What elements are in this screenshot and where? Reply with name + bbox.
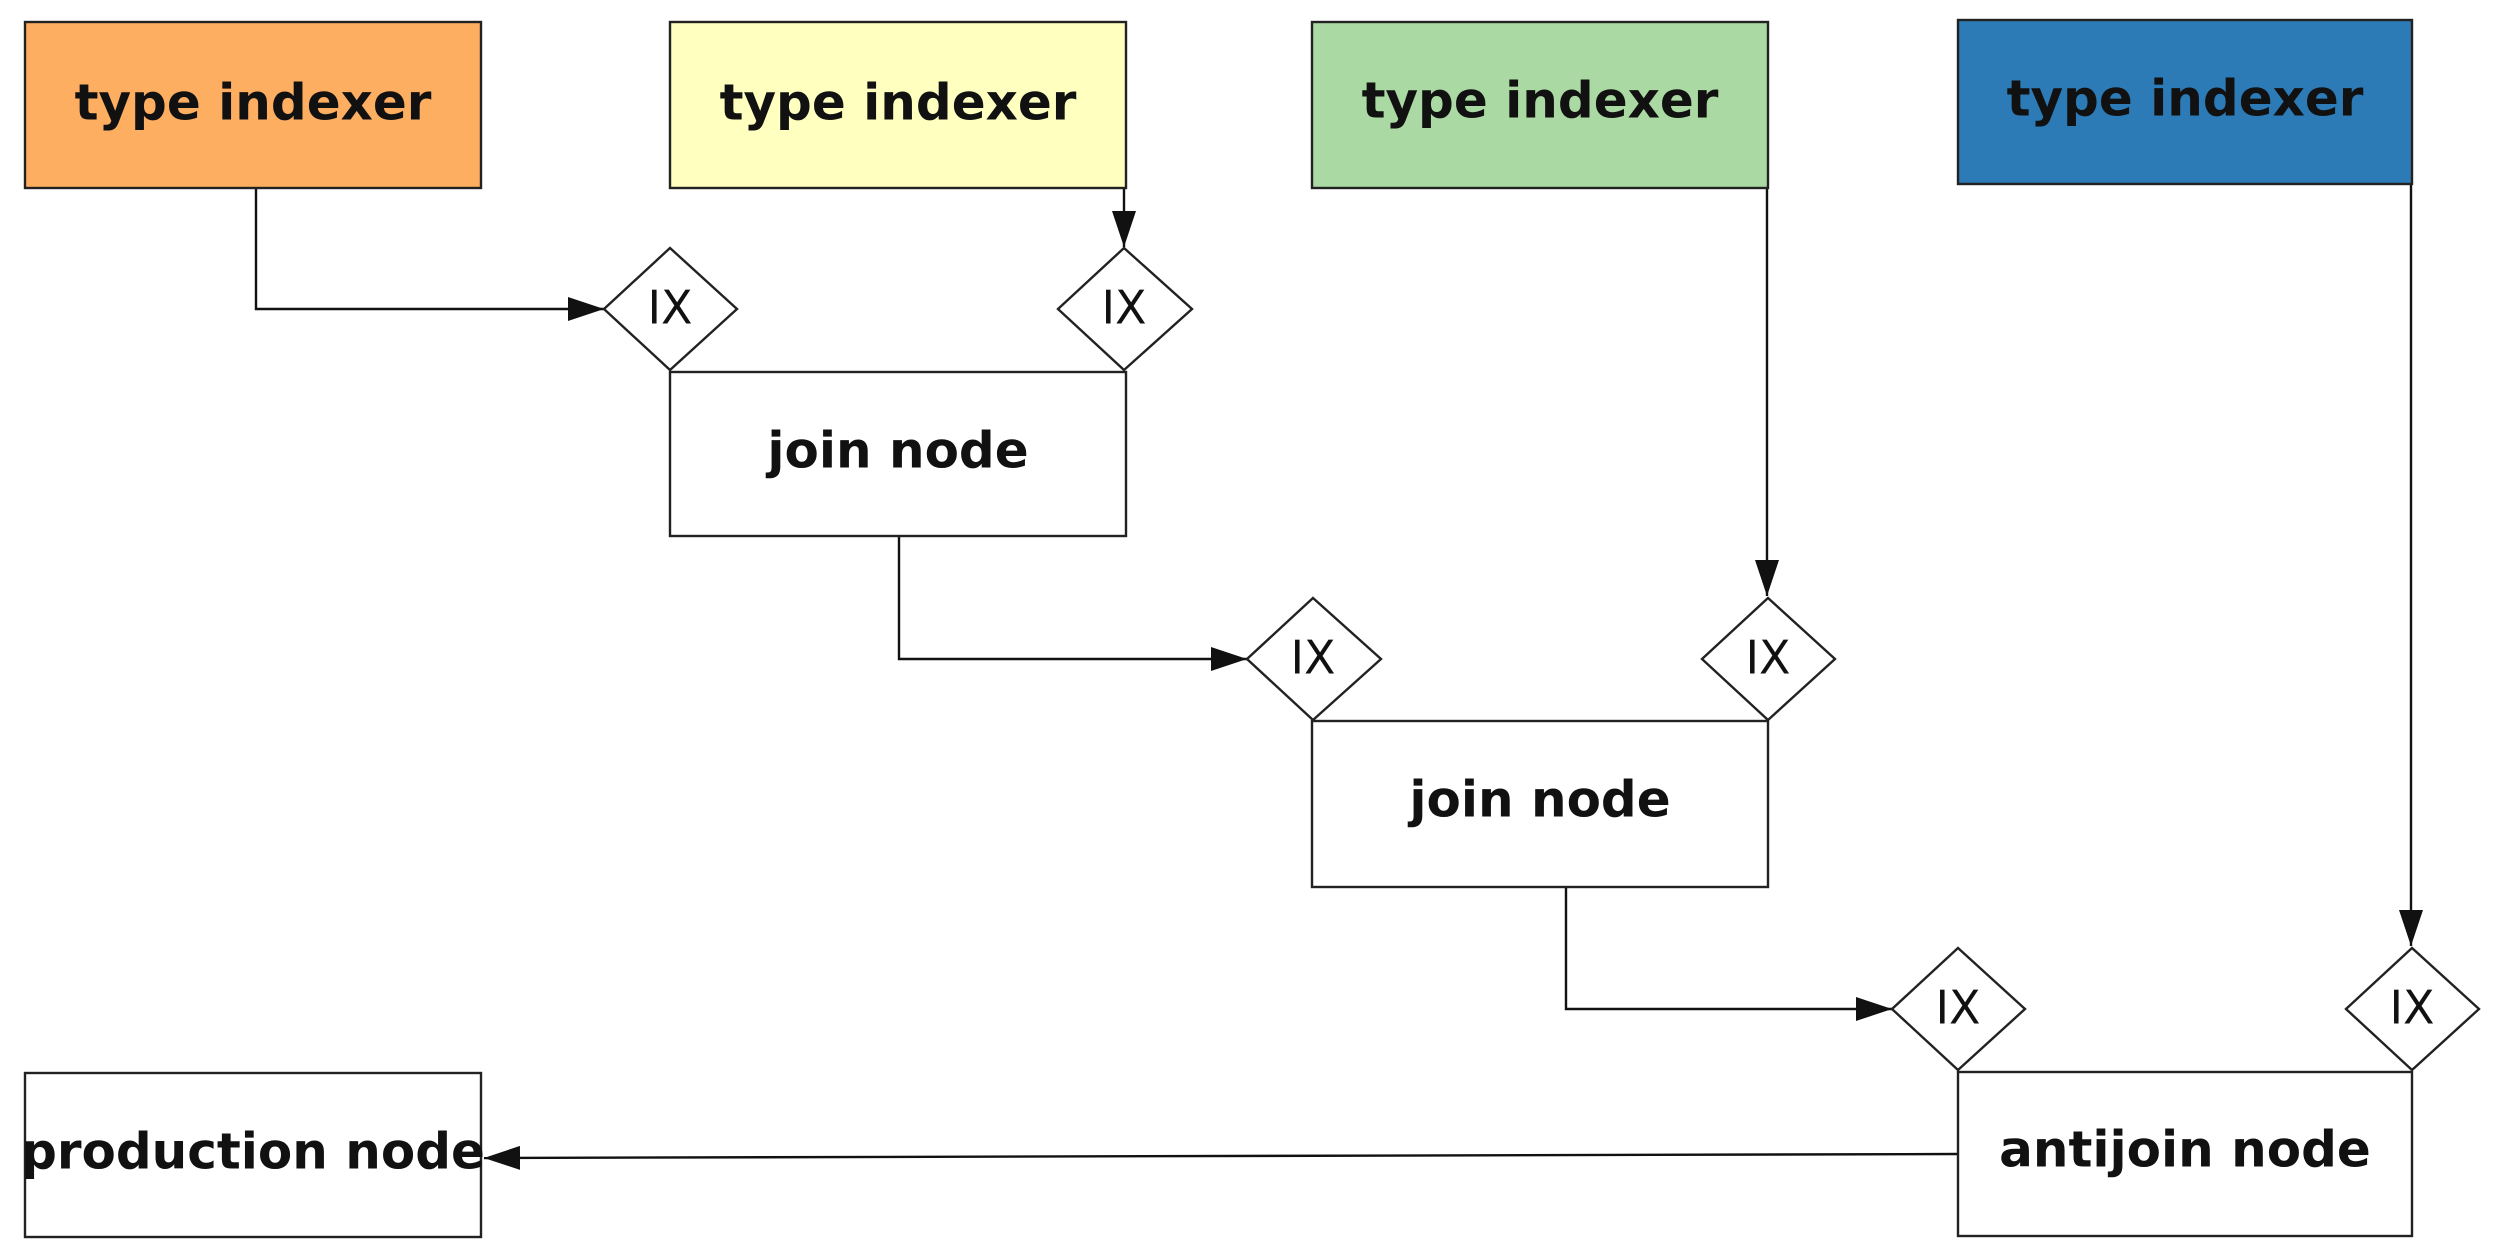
edge-antijoin-to-production xyxy=(483,1145,1961,1170)
join-node-box xyxy=(668,370,1128,538)
ix-antijoin-right: IX xyxy=(2344,946,2481,1072)
ix-label: IX xyxy=(2389,981,2434,1035)
antijoin-node[interactable]: antijoin node xyxy=(1956,1070,2414,1238)
indexer-box xyxy=(1310,20,1770,190)
ix-diamond xyxy=(1056,246,1194,372)
type-indexer-orange[interactable]: type indexer xyxy=(23,20,483,190)
ix-label: IX xyxy=(1101,281,1146,335)
antijoin-node-label: antijoin node xyxy=(1999,1121,2371,1179)
ix-label: IX xyxy=(1935,981,1980,1035)
ix-diamond xyxy=(2344,946,2481,1072)
ix-diamond xyxy=(602,246,739,372)
join-node-label: join node xyxy=(765,422,1028,480)
indexer-label: type indexer xyxy=(75,74,432,132)
ix-label: IX xyxy=(1290,631,1335,685)
type-indexer-green[interactable]: type indexer xyxy=(1310,20,1770,190)
edges xyxy=(254,185,2423,1170)
type-indexer-blue[interactable]: type indexer xyxy=(1956,18,2414,186)
indexer-label: type indexer xyxy=(2007,70,2364,128)
production-node[interactable]: production node xyxy=(21,1071,485,1239)
indexer-box xyxy=(23,20,483,190)
indexer-box xyxy=(1956,18,2414,186)
production-node-label: production node xyxy=(21,1123,485,1181)
join-node-box xyxy=(1310,719,1770,889)
ix-join1-left: IX xyxy=(602,246,739,372)
ix-diamond xyxy=(1245,596,1383,722)
edge-join2-to-antijoin-left xyxy=(1564,887,1892,1021)
ix-join2-left: IX xyxy=(1245,596,1383,722)
ix-diamond xyxy=(1890,946,2027,1072)
ix-antijoin-left: IX xyxy=(1890,946,2027,1072)
ix-diamond xyxy=(1700,596,1837,722)
antijoin-node-box xyxy=(1956,1070,2414,1238)
indexer-label: type indexer xyxy=(720,74,1077,132)
ix-label: IX xyxy=(647,281,692,335)
indexer-box xyxy=(668,20,1128,190)
edge-join1-to-join2-left xyxy=(897,537,1247,671)
ix-label: IX xyxy=(1745,631,1790,685)
edge-indexer1-to-join1-left xyxy=(254,188,604,321)
ix-join2-right: IX xyxy=(1700,596,1837,722)
indexer-label: type indexer xyxy=(1362,72,1719,130)
join-node-2[interactable]: join node xyxy=(1310,719,1770,889)
join-node-1[interactable]: join node xyxy=(668,370,1128,538)
ix-join1-right: IX xyxy=(1056,246,1194,372)
type-indexer-yellow[interactable]: type indexer xyxy=(668,20,1128,190)
production-node-box xyxy=(23,1071,483,1239)
join-node-label: join node xyxy=(1407,771,1670,829)
